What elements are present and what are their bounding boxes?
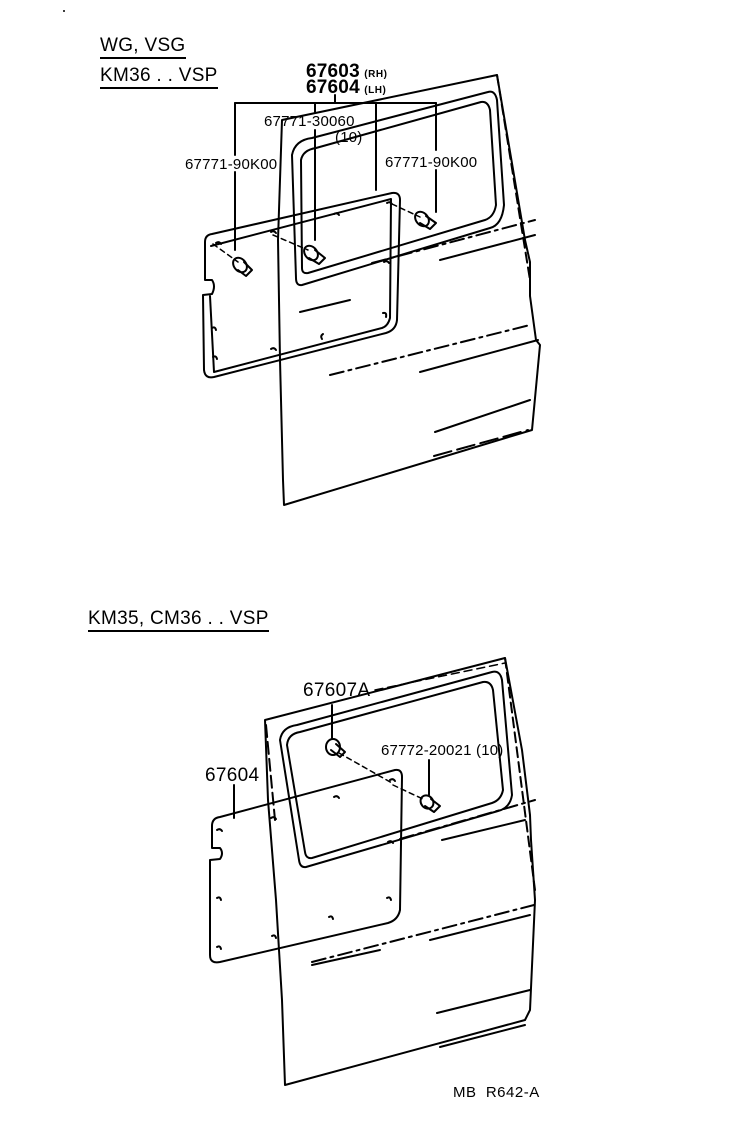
part-number: 67604	[306, 77, 360, 98]
lower-clip	[392, 784, 441, 813]
part-label-67771-90k00-right: 67771-90K00	[385, 154, 478, 171]
upper-leader-lines	[234, 94, 437, 251]
lower-trim-board	[209, 768, 403, 964]
upper-clip-center	[272, 234, 326, 265]
reference-code: MB R642-A	[453, 1084, 540, 1101]
upper-header-text-2: KM36 . . VSP	[100, 65, 218, 89]
part-label-67771-30060: 67771-30060	[264, 113, 355, 130]
part-qty-67771-30060: (10)	[335, 129, 363, 146]
lower-header-text-1: KM35, CM36 . . VSP	[88, 608, 269, 632]
part-label-67604-lower: 67604	[205, 765, 260, 786]
upper-clip-right	[391, 203, 437, 230]
lower-door-panel	[264, 657, 536, 1086]
upper-header-line-1: WG, VSG	[100, 35, 186, 59]
upper-trim-board	[202, 191, 401, 379]
part-side: (LH)	[364, 85, 387, 96]
part-label-67603: 67603 (RH)	[306, 62, 387, 81]
part-number: 67603	[306, 61, 360, 82]
part-qty: (10)	[476, 742, 504, 759]
upper-clip-left	[212, 243, 253, 277]
upper-door-panel	[277, 74, 541, 506]
lower-leader-lines	[233, 662, 506, 819]
upper-header-text-1: WG, VSG	[100, 35, 186, 59]
part-label-67607a: 67607A	[303, 680, 371, 701]
part-label-67604-lh: 67604 (LH)	[306, 78, 386, 97]
part-number: 67772-20021	[381, 742, 472, 759]
upper-header-line-2: KM36 . . VSP	[100, 65, 218, 89]
part-side: (RH)	[364, 69, 388, 80]
part-label-67771-90k00-left: 67771-90K00	[185, 156, 278, 173]
lower-cover	[325, 738, 393, 784]
part-label-67772-20021: 67772-20021 (10)	[381, 743, 503, 758]
lower-header-line-1: KM35, CM36 . . VSP	[88, 608, 269, 632]
